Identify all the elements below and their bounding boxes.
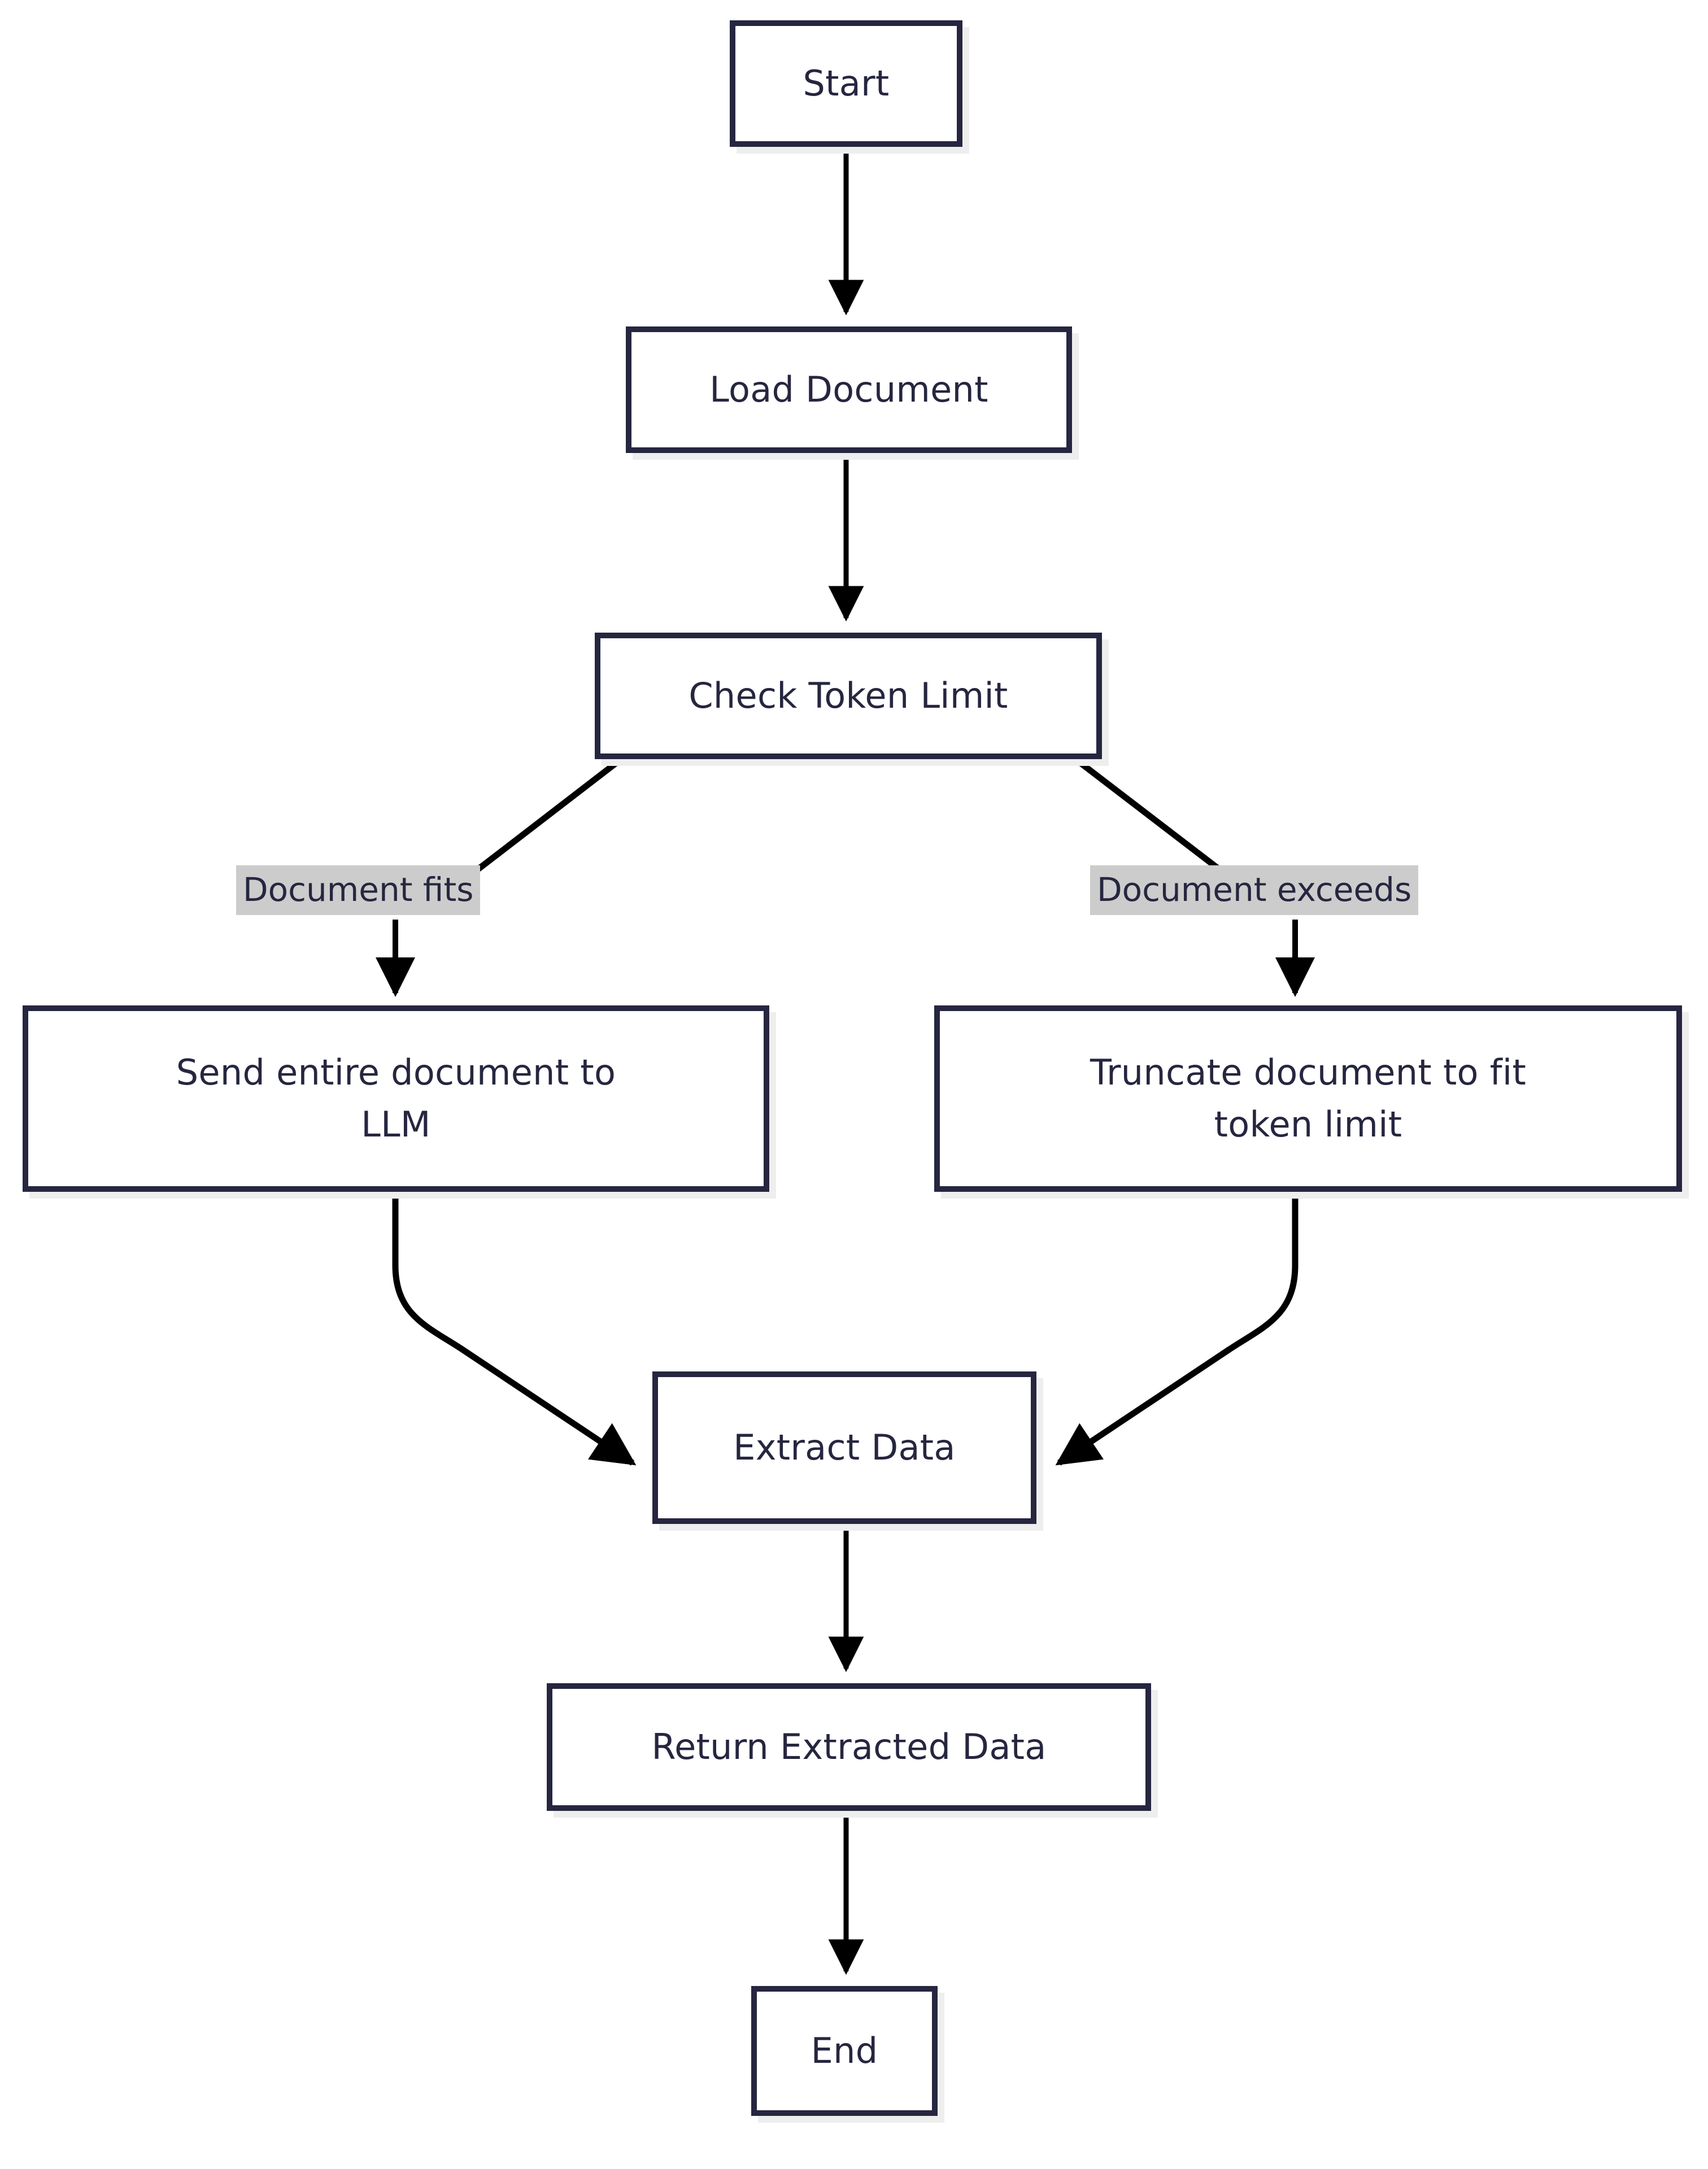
node-send-entire-document-to-llm-label: Send entire document to LLM [176, 1052, 616, 1145]
edge-check-to-truncate-diagonal [1078, 760, 1222, 873]
edge-truncate-to-extract [1055, 1193, 1299, 1466]
node-return-extracted-data[interactable]: Return Extracted Data [547, 1683, 1151, 1811]
node-load-document-label: Load Document [709, 369, 988, 411]
edge-send-llm-to-extract [392, 1193, 637, 1466]
node-end-label: End [811, 2030, 878, 2072]
edge-check-to-send-llm-diagonal [475, 760, 619, 873]
node-truncate-document-label: Truncate document to fit token limit [1090, 1052, 1527, 1145]
edge-label-document-fits: Document fits [236, 865, 481, 915]
node-load-document[interactable]: Load Document [626, 326, 1072, 453]
node-extract-data[interactable]: Extract Data [652, 1371, 1036, 1524]
node-start-label: Start [803, 63, 890, 104]
node-truncate-document[interactable]: Truncate document to fit token limit [934, 1005, 1682, 1192]
edge-label-document-exceeds: Document exceeds [1090, 865, 1419, 915]
node-return-extracted-data-label: Return Extracted Data [651, 1726, 1047, 1768]
node-check-token-limit-label: Check Token Limit [689, 675, 1008, 717]
node-end[interactable]: End [751, 1986, 938, 2116]
node-start[interactable]: Start [730, 20, 962, 147]
node-send-entire-document-to-llm[interactable]: Send entire document to LLM [23, 1005, 769, 1192]
node-check-token-limit[interactable]: Check Token Limit [595, 633, 1102, 759]
node-extract-data-label: Extract Data [733, 1427, 956, 1469]
